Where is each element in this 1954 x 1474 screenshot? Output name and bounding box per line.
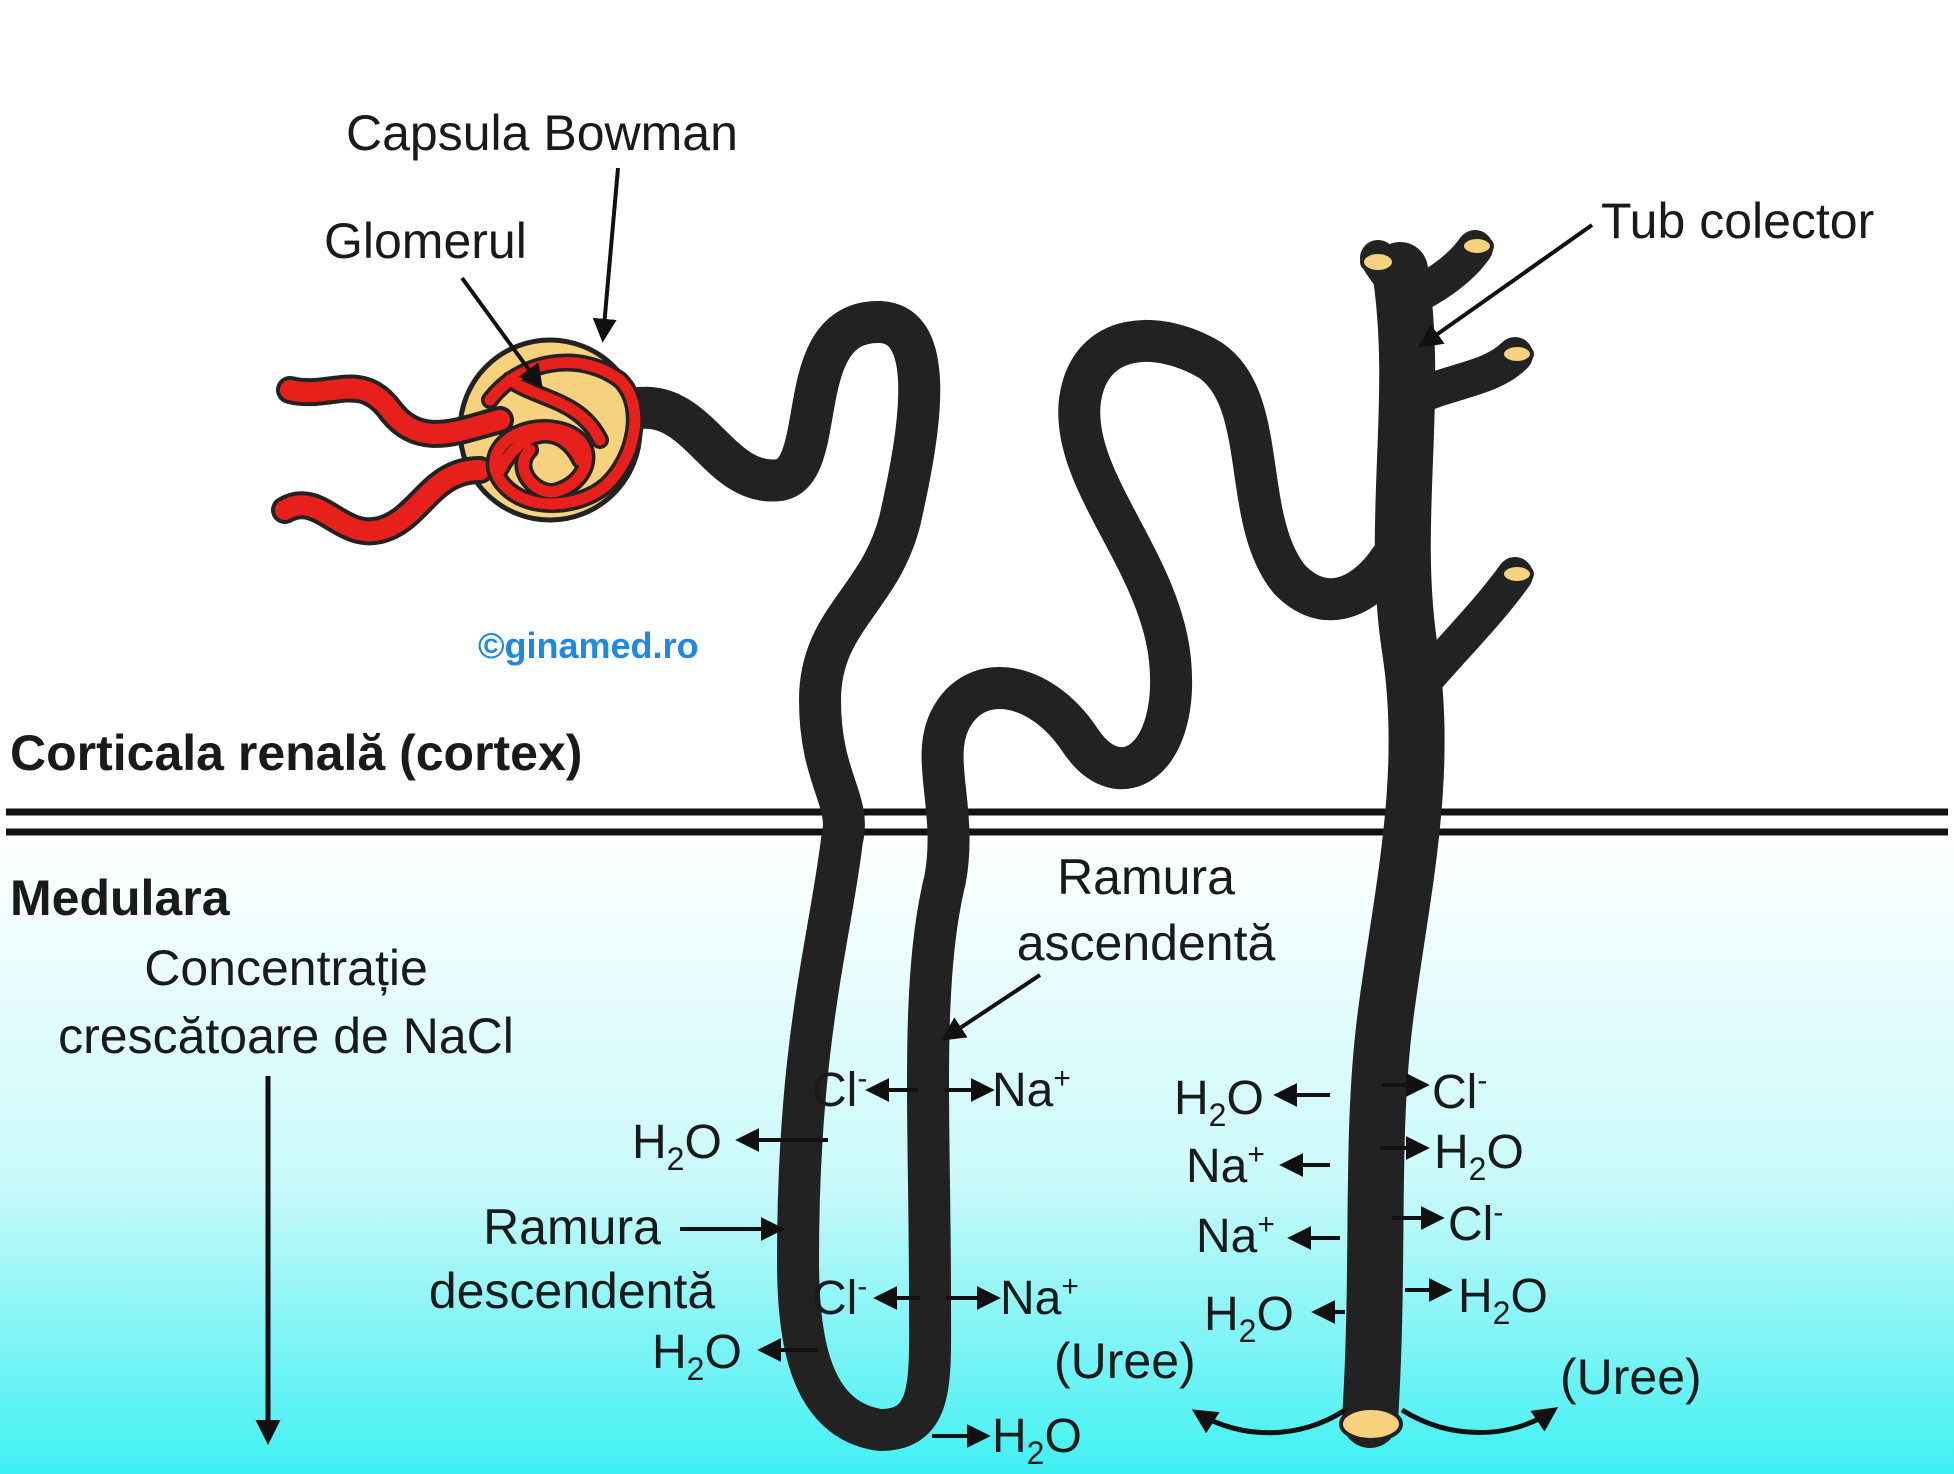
loop-ion-arrows: [735, 1078, 1001, 1448]
arrow-tub-colector: [1418, 223, 1594, 348]
label-cortex: Corticala renală (cortex): [10, 725, 582, 781]
ion-na-loop-upper: Na+: [992, 1062, 1071, 1117]
label-uree-right: (Uree): [1560, 1349, 1702, 1405]
label-descending-line1: Ramura: [483, 1199, 661, 1255]
label-descending-line2: descendentă: [429, 1263, 716, 1319]
label-gradient-line1: Concentrație: [144, 940, 428, 996]
ion-na-loop-lower: Na+: [1000, 1270, 1079, 1325]
label-ascending-line1: Ramura: [1057, 849, 1235, 905]
ion-h2o-loop-2: H2O: [652, 1326, 742, 1387]
arrow-ramura-ascendenta: [940, 973, 1042, 1041]
ion-cl-duct-right-2: Cl-: [1448, 1196, 1503, 1251]
medulla-region: [0, 830, 1954, 1474]
nephron-tubule: [619, 300, 1411, 1451]
arrow-capsula: [592, 167, 620, 343]
ion-na-duct-left-2: Na+: [1196, 1208, 1275, 1263]
watermark: ©ginamed.ro: [478, 625, 699, 666]
arrow-glomerul: [460, 276, 543, 389]
urea-arrow-left: [1191, 1407, 1347, 1436]
glomerulus-capillaries: [271, 353, 644, 546]
label-gradient-line2: crescătoare de NaCl: [58, 1008, 514, 1064]
ion-cl-duct-right-1: Cl-: [1432, 1064, 1487, 1119]
label-tub-colector: Tub colector: [1601, 193, 1874, 249]
label-glomerul: Glomerul: [324, 213, 527, 269]
ion-h2o-duct-right-1: H2O: [1434, 1126, 1524, 1187]
ion-cl-loop-lower: Cl-: [812, 1270, 867, 1325]
label-medulara: Medulara: [10, 870, 231, 926]
label-capsula-bowman: Capsula Bowman: [346, 105, 738, 161]
ion-h2o-loop-3: H2O: [992, 1410, 1082, 1471]
ion-h2o-duct-left-2: H2O: [1204, 1288, 1294, 1349]
duct-ion-arrows: [1273, 1073, 1453, 1324]
ion-cl-loop-upper: Cl-: [812, 1062, 867, 1117]
ion-h2o-duct-left-1: H2O: [1174, 1072, 1264, 1133]
ion-na-duct-left-1: Na+: [1186, 1138, 1265, 1193]
collecting-duct: [1339, 230, 1534, 1448]
urea-arrow-right: [1400, 1407, 1559, 1435]
label-uree-left: (Uree): [1054, 1333, 1196, 1389]
ion-h2o-loop-1: H2O: [632, 1116, 722, 1177]
label-ascending-line2: ascendentă: [1017, 915, 1276, 971]
ion-h2o-duct-right-2: H2O: [1458, 1270, 1548, 1331]
